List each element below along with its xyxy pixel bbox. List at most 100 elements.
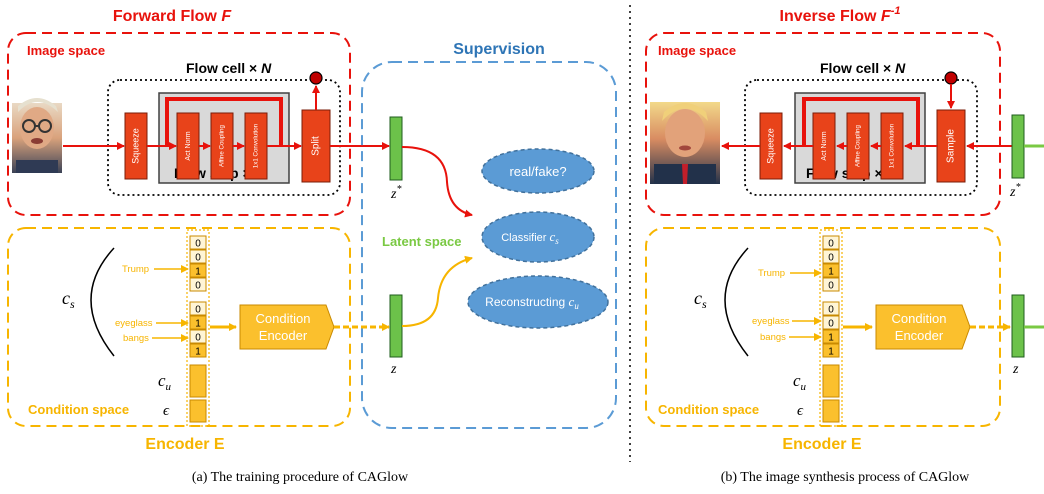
svg-text:Squeeze: Squeeze — [765, 128, 775, 164]
supervision-title: Supervision — [453, 41, 545, 58]
right-bit-value: 1 — [828, 333, 834, 344]
attr-trump-right: Trump — [758, 268, 785, 279]
realfake-discriminator: real/fake? — [481, 148, 595, 194]
image-space-label: Image space — [27, 43, 105, 58]
right-bit-cell — [822, 235, 840, 250]
classifier-node: Classifier cs — [481, 211, 595, 263]
cs-bracket — [90, 247, 115, 357]
cs-symbol-right: cs — [694, 288, 707, 311]
right-bit-value: 0 — [828, 281, 834, 292]
flow-cell-box — [107, 79, 341, 196]
left-bit-cell — [189, 249, 207, 264]
flow-cell-label-right: Flow cell × N — [820, 60, 906, 76]
svg-text:Affine Coupling: Affine Coupling — [855, 125, 862, 167]
right-bit-cell — [822, 277, 840, 292]
loop-node-right — [944, 71, 958, 85]
svg-text:Sample: Sample — [946, 129, 957, 163]
reconstructing-node: Reconstructing cu — [467, 275, 609, 329]
forward-flow-title: Forward Flow F — [113, 8, 232, 25]
left-bit-cell — [189, 329, 207, 344]
left-bit-cell — [189, 235, 207, 250]
left-bit-value: 0 — [195, 253, 201, 264]
right-bit-value: 1 — [828, 267, 834, 278]
caption-right: (b) The image synthesis process of CAGlo… — [721, 470, 970, 485]
squeeze-block-right: Squeeze — [759, 112, 783, 180]
right-bit-cell — [822, 329, 840, 344]
svg-text:Condition: Condition — [892, 311, 947, 326]
cu-symbol: cu — [158, 371, 172, 393]
attr-eyeglass-right: eyeglass — [752, 316, 790, 327]
sample-block: Sample — [936, 109, 966, 183]
left-bit-cell — [189, 263, 207, 278]
z-label: z — [390, 362, 397, 377]
split-block: Split — [301, 109, 331, 183]
svg-text:Affine Coupling: Affine Coupling — [219, 125, 226, 167]
affine-coupling-block-right: Affine Coupling — [846, 112, 870, 180]
epsilon-block — [189, 399, 207, 423]
affine-coupling-block: Affine Coupling — [210, 112, 234, 180]
caption-left: (a) The training procedure of CAGlow — [192, 470, 409, 485]
epsilon-symbol-right: ϵ — [797, 403, 804, 419]
image-space-label-right: Image space — [658, 43, 736, 58]
encoder-label: Encoder E — [145, 436, 224, 453]
supervision-box — [361, 61, 617, 429]
encoder-label-right: Encoder E — [782, 436, 861, 453]
input-face-image — [12, 98, 62, 173]
condition-space-label: Condition space — [28, 402, 129, 417]
cs-symbol: cs — [62, 288, 75, 311]
loop-node — [309, 71, 323, 85]
actnorm-block: Act Norm — [176, 112, 200, 180]
squeeze-block: Squeeze — [124, 112, 148, 180]
right-bit-value: 1 — [828, 347, 834, 358]
left-bit-cell — [189, 301, 207, 316]
flow-cell-label: Flow cell × N — [186, 60, 272, 76]
right-bit-value: 0 — [828, 239, 834, 250]
svg-text:Encoder: Encoder — [259, 328, 308, 343]
right-bit-value: 0 — [828, 319, 834, 330]
attr-bangs: bangs — [123, 333, 149, 344]
svg-text:Reconstructing cu: Reconstructing cu — [485, 294, 579, 311]
z-label-right: z — [1012, 362, 1019, 377]
zstar-label-right: z* — [1009, 182, 1020, 200]
left-bit-value: 0 — [195, 281, 201, 292]
image-space-box-right — [645, 32, 1001, 216]
z-bar — [389, 294, 403, 358]
cu-symbol-right: cu — [793, 371, 807, 393]
attr-eyeglass: eyeglass — [115, 318, 153, 329]
condition-space-box — [7, 227, 351, 427]
arrow-z-to-classifier — [401, 255, 473, 327]
flow-cell-box-right — [744, 79, 978, 196]
left-bit-value: 0 — [195, 305, 201, 316]
condition-vector-outline — [186, 229, 210, 427]
svg-text:1x1 Convolution: 1x1 Convolution — [253, 123, 260, 168]
svg-text:Encoder: Encoder — [895, 328, 944, 343]
cu-block-right — [822, 364, 840, 398]
actnorm-block-right: Act Norm — [812, 112, 836, 180]
attr-bangs-right: bangs — [760, 332, 786, 343]
left-bit-cell — [189, 315, 207, 330]
inverse-flow-title: Inverse Flow F-1 — [780, 5, 901, 25]
epsilon-block-right — [822, 399, 840, 423]
left-bit-value: 0 — [195, 239, 201, 250]
flow-step-loop — [165, 97, 283, 147]
left-bit-cell — [189, 277, 207, 292]
svg-text:1x1 Convolution: 1x1 Convolution — [889, 123, 896, 168]
image-space-box — [7, 32, 351, 216]
left-bit-value: 1 — [195, 319, 201, 330]
condition-vector-outline-right — [819, 229, 843, 427]
right-bit-cell — [822, 315, 840, 330]
svg-text:Split: Split — [311, 136, 322, 156]
zstar-bar-right — [1011, 114, 1025, 179]
cs-bracket-right — [724, 247, 749, 357]
right-bit-cell — [822, 263, 840, 278]
cu-block — [189, 364, 207, 398]
svg-text:Squeeze: Squeeze — [130, 128, 140, 164]
conv1x1-block: 1x1 Convolution — [244, 112, 268, 180]
arrow-zstar-to-classifier — [401, 146, 473, 218]
condition-encoder-right: Condition Encoder — [875, 304, 971, 350]
zstar-bar — [389, 116, 403, 181]
z-bar-right — [1011, 294, 1025, 358]
